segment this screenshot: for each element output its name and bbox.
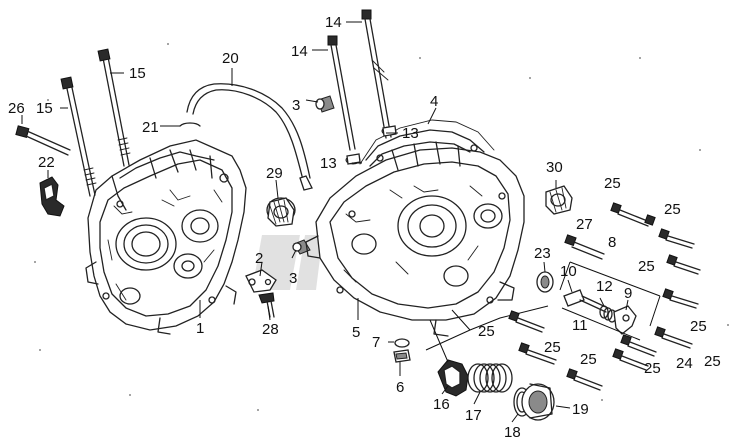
label-25-center: 25 bbox=[544, 339, 561, 356]
left-crankcase-half bbox=[85, 139, 247, 335]
label-21: 21 bbox=[142, 119, 159, 136]
callout-leaders bbox=[21, 21, 629, 423]
bolt-25-e bbox=[654, 326, 693, 349]
label-17: 17 bbox=[465, 407, 482, 424]
label-27: 27 bbox=[576, 216, 593, 233]
strainer-cap-16 bbox=[429, 319, 469, 397]
bolt-25-d bbox=[662, 288, 699, 309]
label-30: 30 bbox=[546, 159, 563, 176]
drain-plug-6 bbox=[393, 349, 411, 363]
label-3-upper: 3 bbox=[292, 97, 300, 114]
bolt-24 bbox=[620, 334, 657, 357]
bracket-8 bbox=[559, 261, 661, 327]
label-2: 2 bbox=[255, 250, 263, 267]
screw-28 bbox=[258, 292, 275, 318]
leader-lines-lower bbox=[425, 305, 549, 351]
label-23: 23 bbox=[534, 245, 551, 262]
label-9: 9 bbox=[624, 285, 632, 302]
label-13-upper: 13 bbox=[402, 125, 419, 142]
plate-2 bbox=[245, 269, 277, 293]
label-22: 22 bbox=[38, 154, 55, 171]
bolt-25-a bbox=[610, 202, 656, 227]
label-7: 7 bbox=[372, 334, 380, 351]
label-15-upper: 15 bbox=[129, 65, 146, 82]
oring-7 bbox=[394, 338, 410, 348]
label-24: 24 bbox=[676, 355, 693, 372]
label-8: 8 bbox=[608, 234, 616, 251]
label-25-right: 25 bbox=[690, 318, 707, 335]
label-4: 4 bbox=[430, 93, 438, 110]
label-25-far-right: 25 bbox=[704, 353, 721, 370]
washer-13-lower bbox=[345, 153, 361, 165]
bolt-25-i bbox=[566, 368, 603, 391]
label-10: 10 bbox=[560, 263, 577, 280]
label-19: 19 bbox=[572, 401, 589, 418]
bolt-14-short bbox=[327, 35, 356, 151]
label-16: 16 bbox=[433, 396, 450, 413]
bearing-29 bbox=[266, 197, 296, 227]
label-1: 1 bbox=[196, 320, 204, 337]
label-14-upper: 14 bbox=[325, 14, 342, 31]
label-12: 12 bbox=[596, 278, 613, 295]
label-25-top: 25 bbox=[604, 175, 621, 192]
label-11: 11 bbox=[572, 317, 588, 334]
bolt-27 bbox=[564, 234, 605, 260]
label-6: 6 bbox=[396, 379, 404, 396]
label-3-lower: 3 bbox=[289, 270, 297, 287]
label-28: 28 bbox=[262, 321, 279, 338]
label-29: 29 bbox=[266, 165, 283, 182]
part-number-labels: 1 2 3 3 4 5 6 7 8 9 10 11 12 13 13 14 14… bbox=[8, 14, 721, 441]
label-20: 20 bbox=[222, 50, 239, 67]
bolt-25-c bbox=[666, 254, 701, 275]
bolt-25-g bbox=[508, 310, 545, 333]
bolt-25-f bbox=[612, 348, 649, 371]
arm-9 bbox=[613, 305, 637, 335]
spring-17 bbox=[467, 363, 513, 393]
label-5: 5 bbox=[352, 324, 360, 341]
dowel-pin-3-upper bbox=[315, 95, 335, 113]
label-13-lower: 13 bbox=[320, 155, 337, 172]
breather-tube-20 bbox=[186, 83, 313, 191]
label-25-left: 25 bbox=[478, 323, 495, 340]
washer-13-upper bbox=[381, 125, 397, 137]
cap-19 bbox=[521, 383, 555, 421]
bearing-30 bbox=[545, 185, 573, 215]
bracket-11 bbox=[561, 307, 641, 341]
bolt-15-left bbox=[60, 76, 97, 197]
label-26: 26 bbox=[8, 100, 25, 117]
right-crankcase-half bbox=[305, 119, 525, 337]
bolt-26 bbox=[15, 125, 71, 156]
label-18: 18 bbox=[504, 424, 521, 441]
label-15-left: 15 bbox=[36, 100, 53, 117]
bolt-14-long bbox=[361, 9, 392, 139]
clamp-22 bbox=[39, 176, 65, 217]
bolt-25-b bbox=[658, 228, 695, 249]
seal-23 bbox=[536, 271, 554, 293]
label-25-lower: 25 bbox=[580, 351, 597, 368]
label-25-top-right: 25 bbox=[664, 201, 681, 218]
clip-21 bbox=[179, 122, 201, 127]
label-25-lower-right: 25 bbox=[644, 360, 661, 377]
label-14-lower: 14 bbox=[291, 43, 308, 60]
bolt-25-h bbox=[518, 342, 557, 365]
bolt-15-upper bbox=[97, 48, 131, 167]
label-25-mid: 25 bbox=[638, 258, 655, 275]
